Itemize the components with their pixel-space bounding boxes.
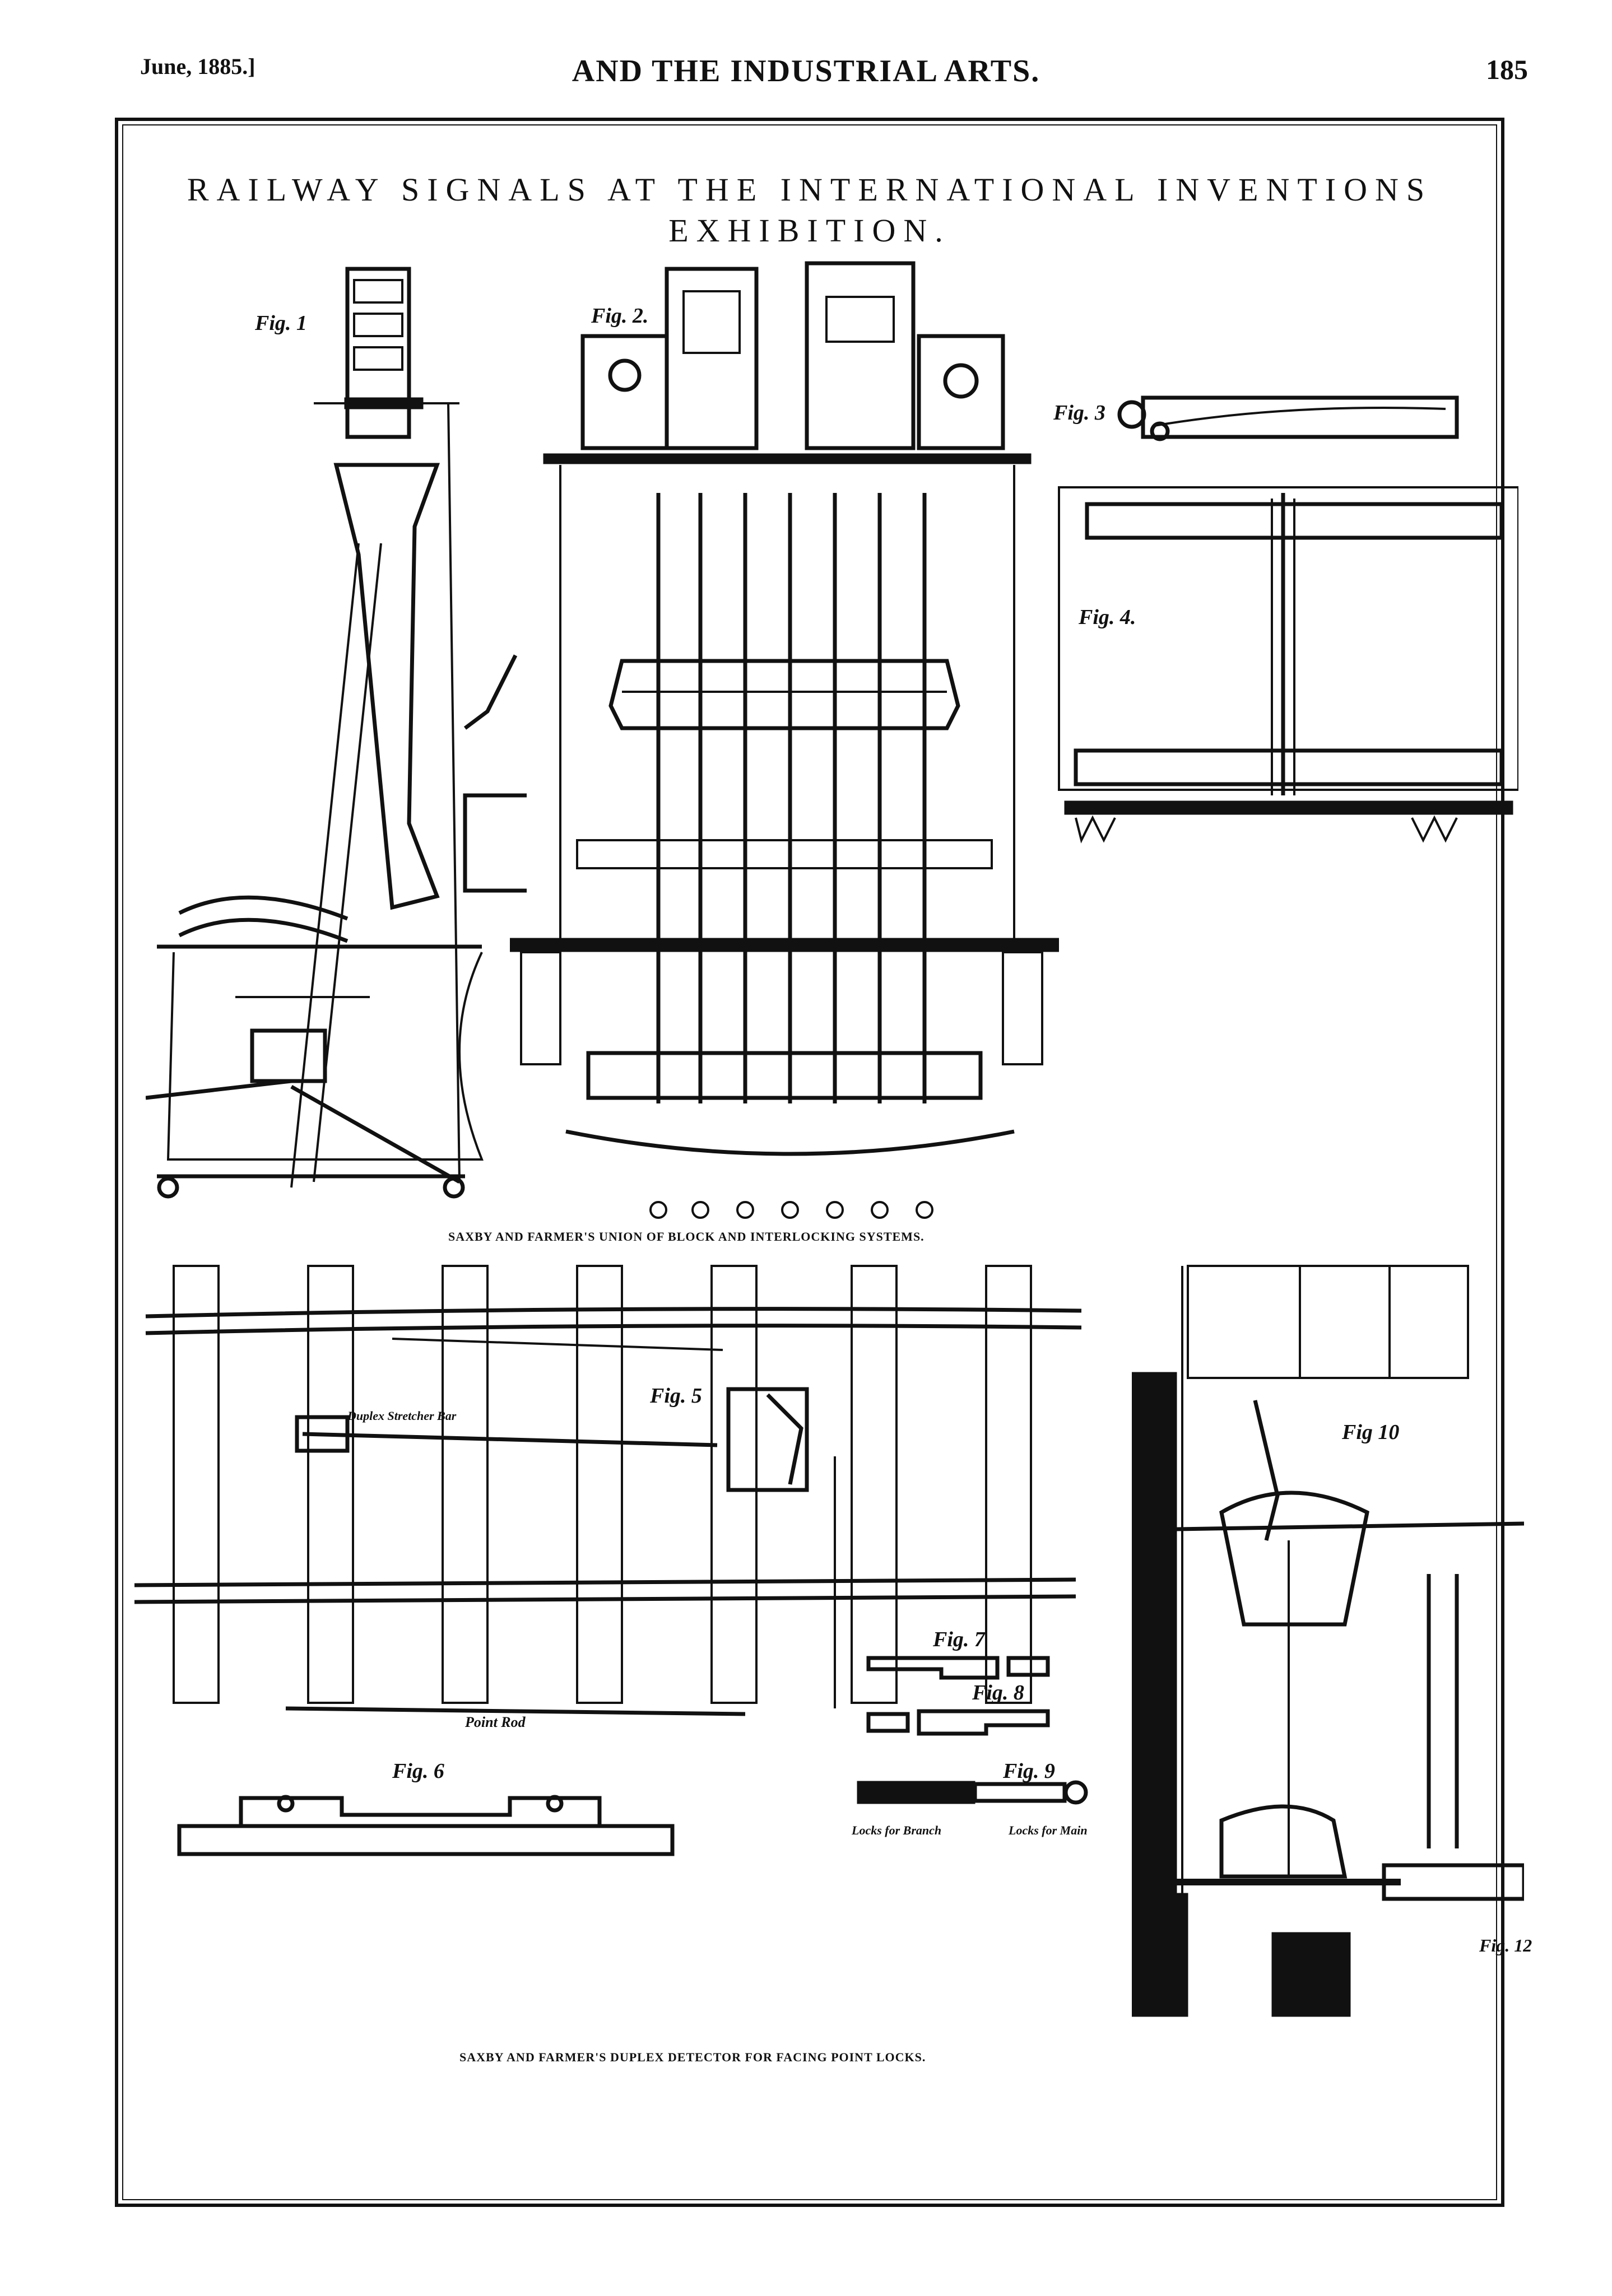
fig9-label: Fig. 9 bbox=[1003, 1759, 1055, 1783]
plate-border-outer bbox=[115, 118, 1504, 2207]
fig3-detail bbox=[1117, 395, 1459, 441]
fig1-lever-side-elevation bbox=[146, 267, 527, 1199]
fig1-label: Fig. 1 bbox=[255, 311, 307, 335]
plate-border-inner bbox=[122, 124, 1497, 2200]
fig6-label: Fig. 6 bbox=[392, 1759, 444, 1783]
page-number: 185 bbox=[1486, 54, 1528, 85]
fig9-detail bbox=[857, 1780, 1088, 1805]
fig3-label: Fig. 3 bbox=[1053, 401, 1105, 425]
locks-for-main-label: Locks for Main bbox=[1009, 1823, 1088, 1837]
fig5-label: Fig. 5 bbox=[650, 1384, 702, 1408]
fig2-label: Fig. 2. bbox=[591, 304, 649, 328]
fig5-track-plan bbox=[134, 1265, 1082, 1716]
header-date: June, 1885.] bbox=[140, 54, 255, 79]
locks-for-branch-label: Locks for Branch bbox=[852, 1823, 942, 1837]
caption-upper: SAXBY AND FARMER'S UNION OF BLOCK AND IN… bbox=[448, 1229, 925, 1244]
plate-title-line2: EXHIBITION. bbox=[668, 212, 951, 249]
caption-lower: SAXBY AND FARMER'S DUPLEX DETECTOR FOR F… bbox=[459, 2050, 926, 2064]
fig10-elevation bbox=[1132, 1265, 1524, 2017]
fig7-label: Fig. 7 bbox=[933, 1628, 985, 1651]
fig7-detail bbox=[866, 1656, 1050, 1680]
fig8-label: Fig. 8 bbox=[972, 1681, 1024, 1704]
fig6-detail bbox=[177, 1795, 675, 1856]
fig4-label: Fig. 4. bbox=[1079, 606, 1136, 629]
plate-title-line1: RAILWAY SIGNALS AT THE INTERNATIONAL INV… bbox=[187, 171, 1433, 208]
header-title: AND THE INDUSTRIAL ARTS. bbox=[572, 54, 1040, 89]
fig2-lever-frame-front-elevation bbox=[510, 261, 1059, 1219]
duplex-stretcher-bar-label: Duplex Stretcher Bar bbox=[347, 1409, 457, 1423]
fig10-label: Fig 10 bbox=[1342, 1421, 1400, 1444]
fig12-label: Fig. 12 bbox=[1479, 1935, 1532, 1955]
point-rod-label: Point Rod bbox=[465, 1714, 526, 1730]
fig4-detail bbox=[1058, 486, 1518, 844]
fig8-detail bbox=[866, 1709, 1050, 1736]
